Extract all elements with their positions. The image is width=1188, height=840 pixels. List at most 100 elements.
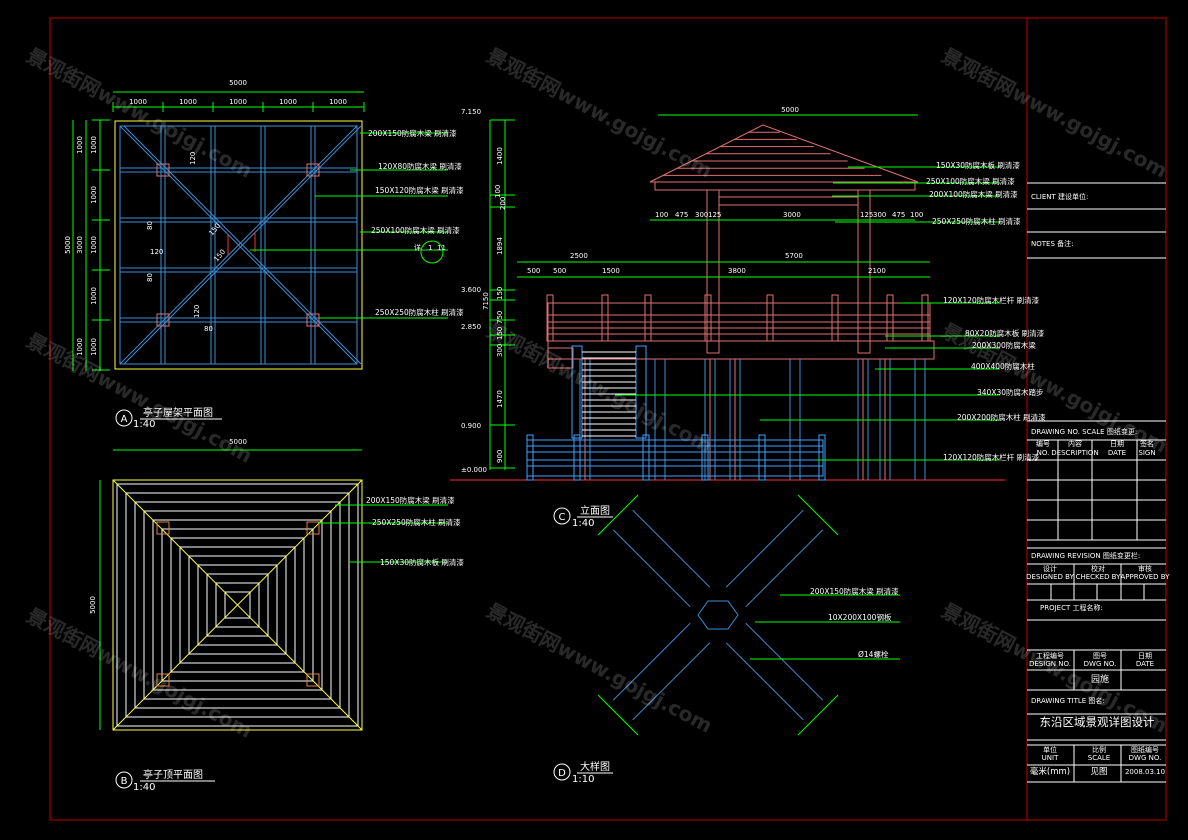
- tb-header: DESIGNED BY: [1026, 573, 1074, 581]
- eave-beam: [654, 181, 916, 191]
- detail-beam: [632, 509, 711, 588]
- dim: 1000: [90, 136, 98, 154]
- hip-line: [112, 479, 363, 731]
- view-marker-circle: [115, 409, 133, 427]
- column-plan: [306, 673, 320, 687]
- tb-header: 设计: [1043, 564, 1057, 573]
- column-plan: [156, 163, 170, 177]
- sheet-border: [49, 17, 1167, 821]
- watermark: 景观街网www.gojgj.com: [938, 318, 1172, 457]
- dim: 1894: [496, 237, 504, 255]
- tb-header: 校对: [1091, 564, 1105, 573]
- tb-header: 签名: [1140, 439, 1154, 448]
- tb-header: DWG NO.: [1084, 660, 1117, 668]
- tb-header: 单位: [1043, 745, 1057, 754]
- dim: 1000: [90, 338, 98, 356]
- column-plan: [306, 313, 320, 327]
- drawing-geometry: [49, 17, 1167, 821]
- dim: 1000: [279, 98, 297, 106]
- dim: 750: [496, 311, 504, 324]
- dim: 300: [873, 211, 886, 219]
- plan-b-annotations: 5000 5000 200X150防腐木梁 刷清漆 250X250防腐木柱 刷清…: [89, 438, 464, 793]
- view-scale: 1:40: [133, 419, 155, 430]
- dim: 125: [860, 211, 873, 219]
- tb-header: 图纸编号: [1131, 745, 1159, 754]
- tb-client: CLIENT 建设单位:: [1031, 192, 1088, 201]
- view-marker-circle: [553, 763, 571, 781]
- dim: 900: [496, 450, 504, 463]
- callout-label: 120X120防腐木栏杆 刷清漆: [943, 295, 1040, 305]
- stair-stringer: [571, 345, 583, 439]
- callout-label: 150X30防腐木板 刷清漆: [936, 160, 1020, 170]
- detail-d-annotations: 200X150防腐木梁 刷清漆 10X200X100钢板 Ø14螺栓 D 大样图…: [553, 586, 899, 785]
- lower-railing: [526, 439, 824, 477]
- dim: 150: [207, 222, 222, 237]
- dim: 100: [910, 211, 923, 219]
- deck-end: [547, 347, 574, 369]
- dim: 2100: [868, 267, 886, 275]
- tb-header: 审核: [1138, 564, 1152, 573]
- roof-board: [197, 564, 278, 646]
- dim: 2500: [570, 252, 588, 260]
- detail-ref: 1: [428, 244, 432, 252]
- column-plan: [306, 521, 320, 535]
- deck-beam: [547, 340, 935, 360]
- tb-date: 2008.03.10: [1125, 768, 1165, 776]
- view-scale: 1:40: [133, 782, 155, 793]
- tb-drawing-no: DRAWING NO. SCALE 图纸变更:: [1031, 427, 1137, 436]
- callout-label: 200X150防腐木梁 刷清漆: [368, 128, 457, 138]
- roof-board: [179, 546, 296, 664]
- plan-a-frame: [119, 125, 358, 365]
- column-plan: [306, 163, 320, 177]
- detail-beam: [725, 642, 804, 721]
- tb-header: SCALE: [1088, 754, 1110, 762]
- tb-revision: DRAWING REVISION 图纸变更栏:: [1031, 551, 1140, 560]
- tb-header: SIGN: [1138, 449, 1155, 457]
- dim: 1470: [496, 390, 504, 408]
- dim: 475: [892, 211, 905, 219]
- dim: 200: [499, 197, 507, 210]
- view-marker-circle: [553, 507, 571, 525]
- dim-total: 5000: [229, 438, 247, 446]
- plan-a-annotations: 5000 1000 1000 1000 1000 1000 5000 3000 …: [64, 79, 464, 430]
- baluster-post: [573, 434, 581, 481]
- callout-label: 10X200X100钢板: [828, 612, 892, 622]
- watermark: 景观街网www.gojgj.com: [483, 318, 717, 457]
- dim: 120: [189, 152, 197, 165]
- post: [857, 189, 871, 354]
- tb-header: DESIGN NO.: [1029, 660, 1071, 668]
- tb-drawing-title: 东沿区域景观详图设计: [1040, 715, 1155, 729]
- steel-plate: [697, 600, 739, 630]
- baluster-post: [701, 434, 709, 481]
- tb-header: CHECKED BY: [1076, 573, 1122, 581]
- detail-beam: [612, 622, 691, 701]
- baluster-post: [642, 434, 650, 481]
- dim: 1000: [76, 338, 84, 356]
- tb-header: 内容: [1068, 439, 1082, 448]
- dim: 80: [146, 221, 154, 230]
- dim: 1400: [496, 147, 504, 165]
- tb-header: DESCRIPTION: [1051, 449, 1098, 457]
- callout-label: 200X200防腐木柱 刷清漆: [957, 412, 1046, 422]
- view-marker-circle: [115, 771, 133, 789]
- dim: 80: [204, 325, 213, 333]
- callout-label: 200X150防腐木梁 刷清漆: [810, 586, 899, 596]
- callout-label: 250X100防腐木梁 刷清漆: [371, 225, 460, 235]
- dim: 5700: [785, 252, 803, 260]
- tb-header: DWG NO.: [1129, 754, 1162, 762]
- dim-total: 5000: [89, 596, 97, 614]
- tb-header: NO.: [1037, 449, 1050, 457]
- dim: 1000: [90, 236, 98, 254]
- dim: 150: [496, 327, 504, 340]
- view-title: 亭子屋架平面图: [143, 406, 213, 419]
- dim: 500: [527, 267, 540, 275]
- dim: 1000: [90, 186, 98, 204]
- callout-label: 340X30防腐木踏步: [977, 387, 1044, 397]
- view-scale: 1:10: [572, 774, 594, 785]
- dim: 100: [494, 185, 502, 198]
- view-title: 亭子顶平面图: [143, 768, 203, 781]
- view-marker: C: [559, 512, 566, 523]
- dim: 1000: [329, 98, 347, 106]
- detail-beam: [745, 529, 824, 608]
